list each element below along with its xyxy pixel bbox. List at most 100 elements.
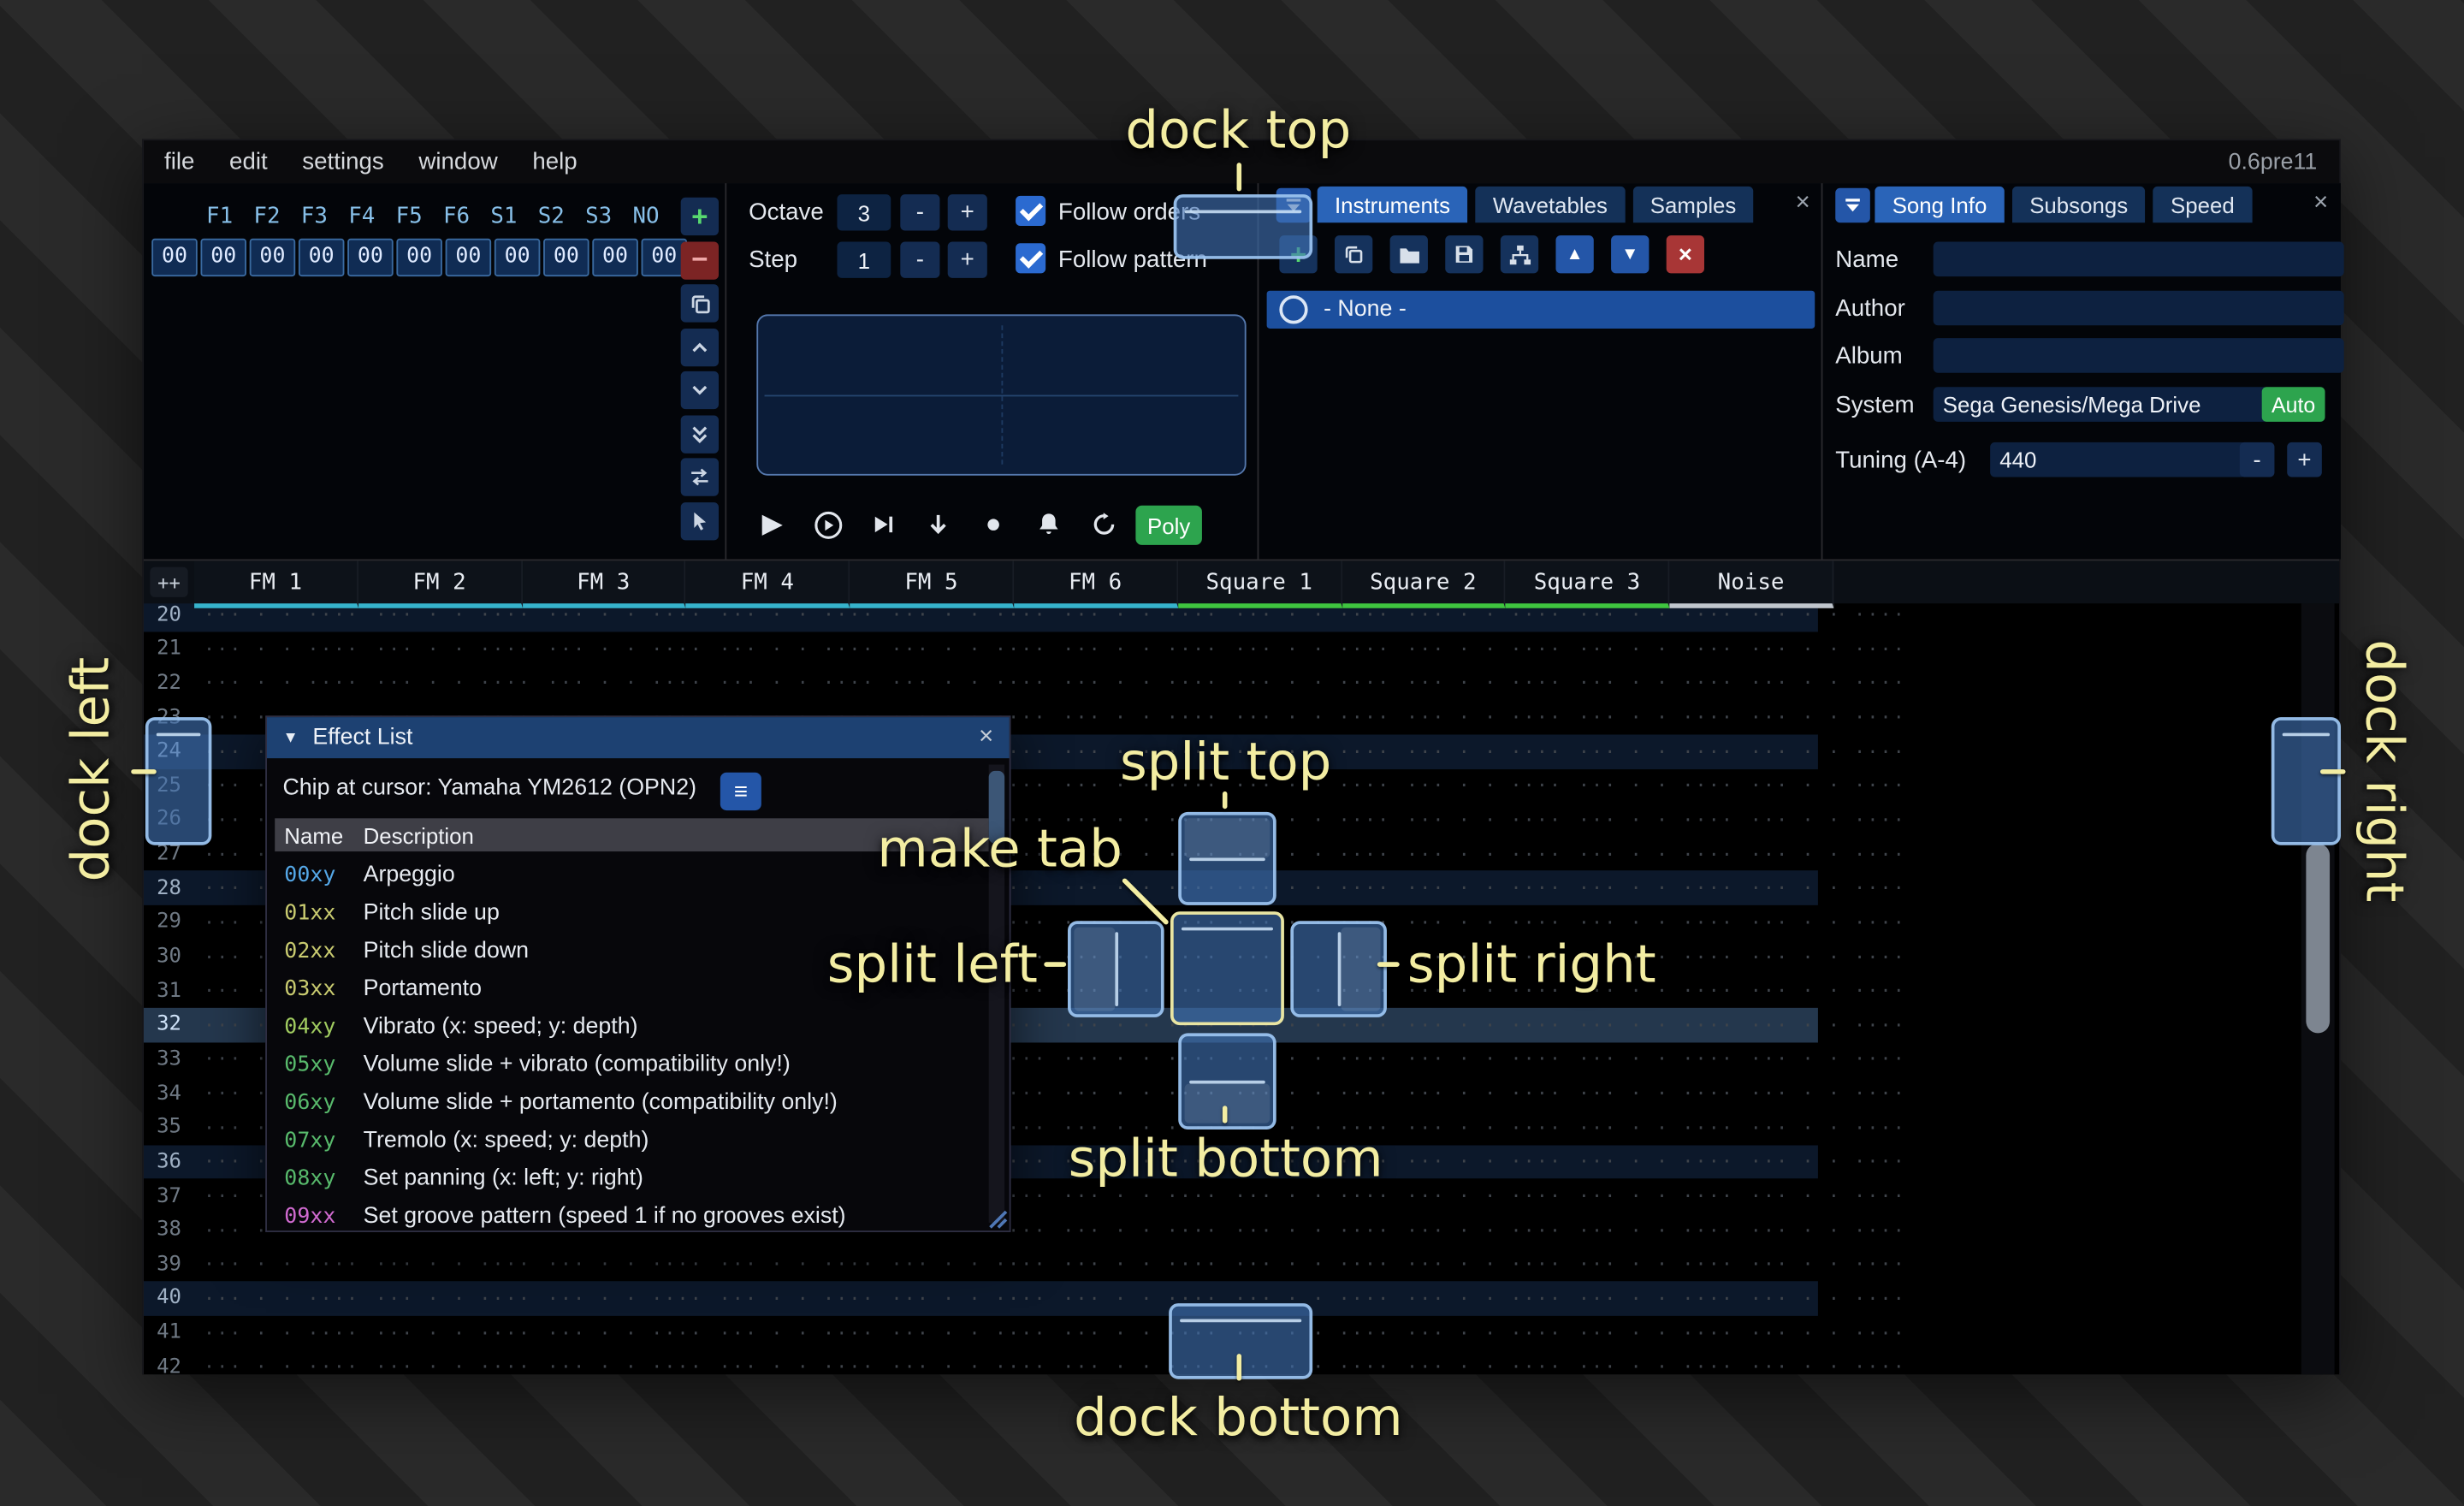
tab-samples[interactable]: Samples bbox=[1632, 186, 1754, 223]
dock-top-target[interactable] bbox=[1173, 194, 1313, 259]
open-instrument-button[interactable] bbox=[1389, 235, 1428, 274]
song-info-close-button[interactable]: × bbox=[2313, 189, 2329, 216]
dock-bottom-target[interactable] bbox=[1169, 1303, 1313, 1379]
effect-list-menu-button[interactable]: ≡ bbox=[720, 772, 761, 811]
pattern-cell[interactable]: ··· · · ···· bbox=[1407, 809, 1563, 831]
pattern-cell[interactable]: ··· · · ···· bbox=[1750, 809, 1907, 831]
pattern-cell[interactable]: ··· · · ···· bbox=[1750, 1150, 1907, 1173]
instruments-close-button[interactable]: × bbox=[1795, 189, 1810, 216]
tab-instruments[interactable]: Instruments bbox=[1317, 186, 1468, 223]
pattern-cell[interactable]: ··· · · ···· bbox=[1750, 1287, 1907, 1310]
pattern-cell[interactable]: ··· · · ···· bbox=[547, 672, 704, 695]
pattern-cell[interactable]: ··· · · ···· bbox=[1750, 979, 1907, 1002]
split-top-target[interactable] bbox=[1178, 811, 1276, 905]
order-cell[interactable]: 00 bbox=[298, 238, 345, 277]
pattern-cell[interactable]: ··· · · ···· bbox=[1750, 877, 1907, 899]
record-button[interactable]: ● bbox=[973, 504, 1014, 545]
effect-list-close-button[interactable]: × bbox=[978, 723, 994, 750]
play-button[interactable]: ▶ bbox=[752, 504, 793, 545]
play-pattern-button[interactable] bbox=[807, 504, 848, 545]
pattern-cell[interactable]: ··· · · ···· bbox=[1407, 877, 1563, 899]
system-input[interactable]: Sega Genesis/Mega Drive bbox=[1933, 387, 2269, 422]
pattern-cell[interactable]: ··· · · ···· bbox=[1407, 911, 1563, 934]
pattern-cell[interactable]: ··· · · ···· bbox=[891, 1287, 1047, 1310]
pattern-cell[interactable]: ··· · · ···· bbox=[719, 637, 875, 661]
pattern-cell[interactable]: ··· · · ···· bbox=[891, 672, 1047, 695]
order-cell[interactable]: 00 bbox=[592, 238, 638, 277]
pattern-cell[interactable]: ··· · · ···· bbox=[1235, 1150, 1391, 1173]
pattern-cell[interactable]: ··· · · ···· bbox=[1063, 672, 1219, 695]
dock-left-target[interactable] bbox=[145, 717, 212, 845]
pattern-cell[interactable]: ··· · · ···· bbox=[204, 637, 360, 661]
pattern-cell[interactable]: ··· · · ···· bbox=[1235, 774, 1391, 797]
tuning-minus-button[interactable]: - bbox=[2239, 442, 2275, 477]
pattern-cell[interactable]: ··· · · ···· bbox=[1063, 774, 1219, 797]
split-bottom-target[interactable] bbox=[1178, 1033, 1276, 1130]
pattern-cell[interactable]: ··· · · ···· bbox=[1407, 843, 1563, 865]
pattern-cell[interactable]: ··· · · ···· bbox=[1578, 637, 1735, 661]
pattern-cell[interactable]: ··· · · ···· bbox=[547, 1287, 704, 1310]
pattern-cell[interactable]: ··· · · ···· bbox=[1235, 706, 1391, 729]
pattern-cell[interactable]: ··· · · ···· bbox=[1750, 672, 1907, 695]
step-value[interactable]: 1 bbox=[837, 241, 891, 278]
pattern-cell[interactable]: ··· · · ···· bbox=[1235, 672, 1391, 695]
pattern-cell[interactable]: ··· · · ···· bbox=[1750, 740, 1907, 763]
pattern-cell[interactable]: ··· · · ···· bbox=[376, 1253, 532, 1276]
pattern-cell[interactable]: ··· · · ···· bbox=[1407, 706, 1563, 729]
tuning-input[interactable]: 440 bbox=[1990, 442, 2247, 477]
make-tab-target[interactable] bbox=[1170, 911, 1284, 1026]
pattern-cell[interactable]: ··· · · ···· bbox=[1407, 1116, 1563, 1139]
pattern-cell[interactable]: ··· · · ···· bbox=[1235, 1253, 1391, 1276]
pattern-cell[interactable]: ··· · · ···· bbox=[204, 672, 360, 695]
tuning-plus-button[interactable]: + bbox=[2287, 442, 2322, 477]
order-cell[interactable]: 00 bbox=[445, 238, 492, 277]
order-cell[interactable]: 00 bbox=[494, 238, 541, 277]
menu-file[interactable]: file bbox=[164, 148, 195, 175]
pattern-cell[interactable]: ··· · · ···· bbox=[547, 1321, 704, 1344]
follow-orders-checkbox[interactable] bbox=[1016, 195, 1046, 226]
pattern-cell[interactable]: ··· · · ···· bbox=[1407, 1082, 1563, 1105]
channel-header-square-3[interactable]: Square 3 bbox=[1506, 560, 1670, 608]
pattern-cell[interactable]: ··· · · ···· bbox=[1407, 672, 1563, 695]
pattern-cell[interactable]: ··· · · ···· bbox=[376, 672, 532, 695]
step-minus-button[interactable]: - bbox=[900, 241, 940, 278]
follow-pattern-checkbox[interactable] bbox=[1016, 243, 1046, 274]
instrument-list-item[interactable]: - None - bbox=[1266, 290, 1815, 329]
poly-button[interactable]: Poly bbox=[1135, 505, 1202, 545]
pattern-cell[interactable]: ··· · · ···· bbox=[719, 1287, 875, 1310]
order-edit-mode-button[interactable] bbox=[680, 501, 719, 540]
pattern-cell[interactable]: ··· · · ···· bbox=[204, 1355, 360, 1375]
duplicate-instrument-button[interactable] bbox=[1335, 235, 1373, 274]
effect-list-scrollbar[interactable] bbox=[988, 764, 1005, 1223]
pattern-cell[interactable]: ··· · · ···· bbox=[1750, 774, 1907, 797]
channel-header-fm-6[interactable]: FM 6 bbox=[1014, 560, 1178, 608]
pattern-cell[interactable]: ··· · · ···· bbox=[891, 1355, 1047, 1375]
pattern-cell[interactable]: ··· · · ···· bbox=[1578, 706, 1735, 729]
pattern-cell[interactable]: ··· · · ···· bbox=[376, 1355, 532, 1375]
pattern-scrollbar-thumb[interactable] bbox=[2306, 843, 2331, 1034]
field-input-album[interactable] bbox=[1933, 338, 2344, 373]
instrument-organizer-button[interactable] bbox=[1500, 235, 1539, 274]
order-cell[interactable]: 00 bbox=[200, 238, 246, 277]
pattern-cell[interactable]: ··· · · ···· bbox=[1750, 843, 1907, 865]
pattern-cell[interactable]: ··· · · ···· bbox=[204, 1287, 360, 1310]
pattern-cell[interactable]: ··· · · ···· bbox=[376, 1287, 532, 1310]
order-row-index[interactable]: 00 bbox=[151, 238, 198, 277]
move-cursor-down-button[interactable] bbox=[918, 504, 959, 545]
pattern-scrollbar[interactable] bbox=[2301, 560, 2335, 1375]
octave-minus-button[interactable]: - bbox=[900, 194, 940, 231]
pattern-cell[interactable]: ··· · · ···· bbox=[1750, 1355, 1907, 1375]
pattern-cell[interactable]: ··· · · ···· bbox=[1578, 911, 1735, 934]
collapse-icon[interactable]: ▼ bbox=[282, 729, 299, 747]
pattern-cell[interactable]: ··· · · ···· bbox=[1235, 1218, 1391, 1242]
pattern-cell[interactable]: ··· · · ···· bbox=[1578, 945, 1735, 968]
pattern-cell[interactable]: ··· · · ···· bbox=[1407, 740, 1563, 763]
pattern-cell[interactable]: ··· · · ···· bbox=[719, 1253, 875, 1276]
pattern-cell[interactable]: ··· · · ···· bbox=[891, 637, 1047, 661]
menu-edit[interactable]: edit bbox=[229, 148, 268, 175]
